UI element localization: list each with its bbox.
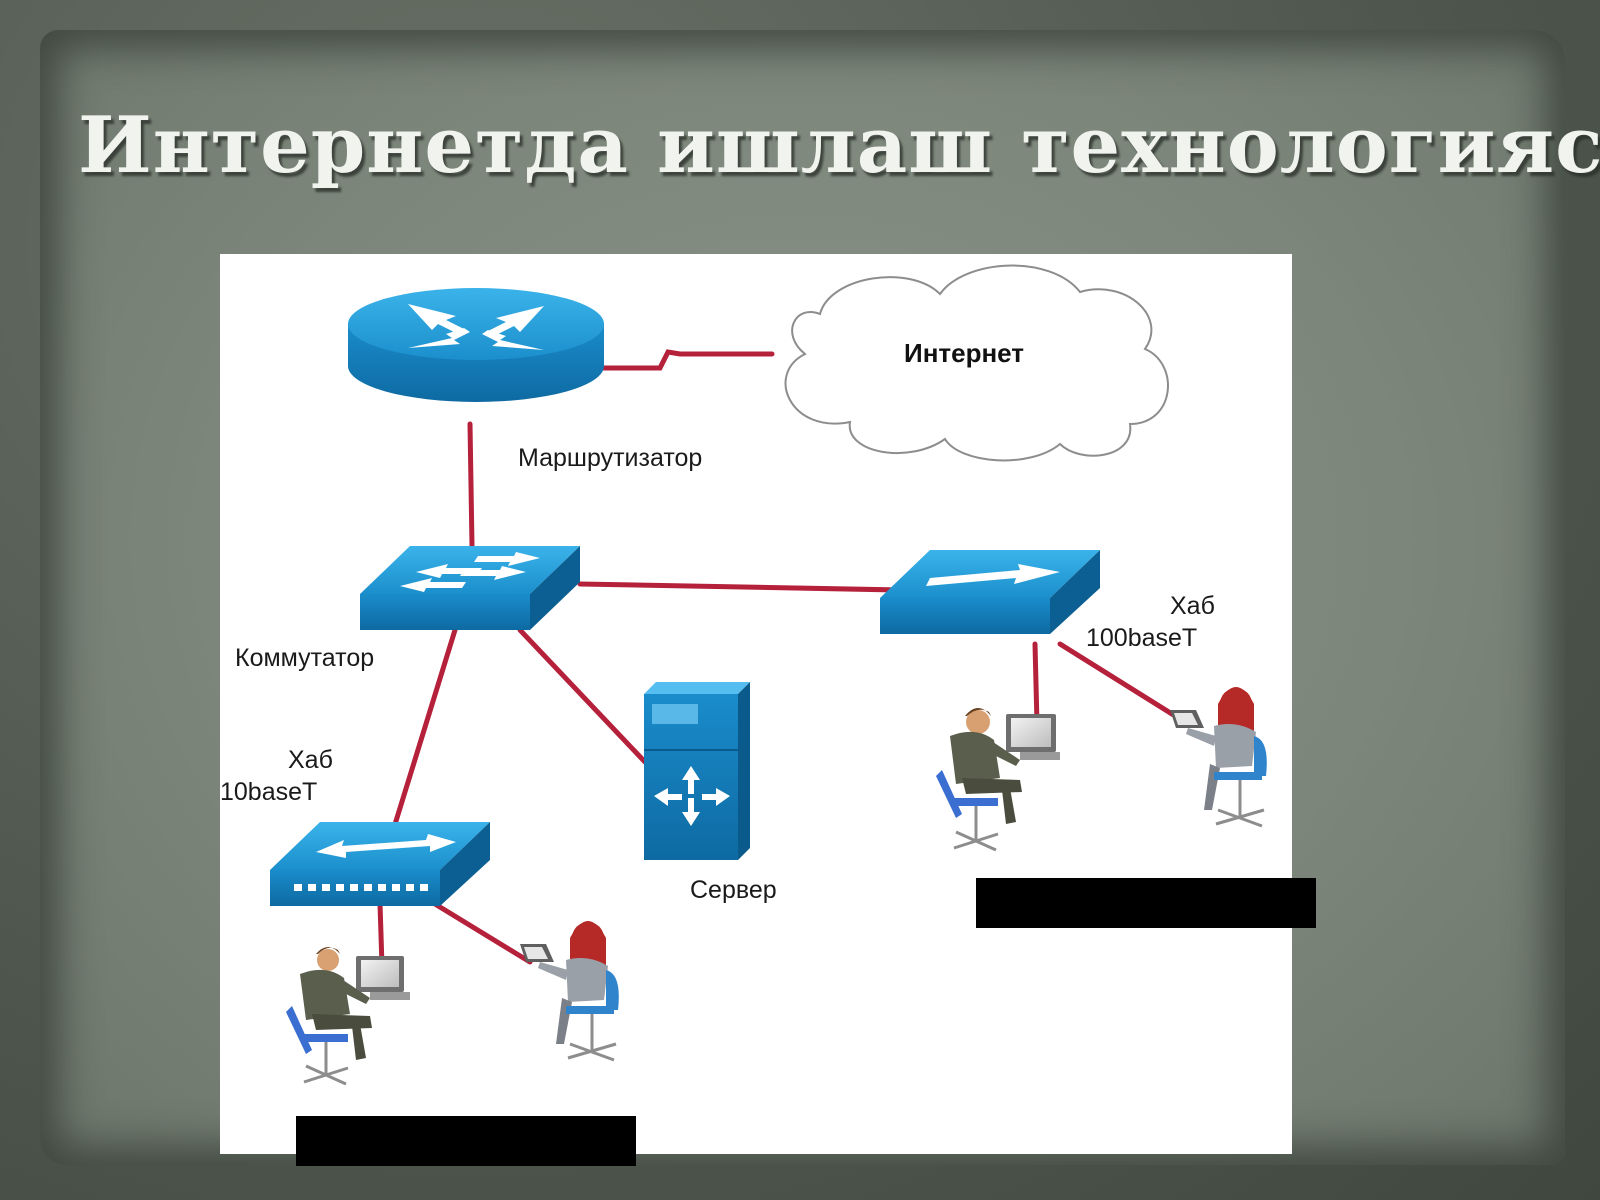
link-router-internet (597, 349, 775, 371)
hub-100baset-spec: 100baseT (1086, 624, 1198, 652)
user-male-icon-left (286, 947, 410, 1086)
switch-label: Коммутатор (235, 644, 375, 672)
user-male-icon-right (936, 708, 1060, 852)
link-hub-left-pc1 (377, 901, 385, 969)
hub-100baset-icon (880, 550, 1100, 634)
internet-cloud (784, 264, 1169, 462)
hub-10baset-icon (270, 822, 490, 906)
link-switch-hub-left (389, 627, 458, 837)
link-switch-server (517, 627, 648, 765)
redaction-bar-right (976, 878, 1316, 928)
network-links (377, 349, 1191, 969)
router-icon (348, 288, 604, 402)
router-label: Маршрутизатор (518, 444, 703, 472)
internet-label: Интернет (904, 338, 1025, 368)
network-diagram: Интернет Маршрутизатор Коммутатор Сервер… (220, 254, 1292, 1154)
slide-title: Интернетда ишлаш технологияси (78, 100, 1600, 191)
link-hub-right-pc1 (1032, 641, 1040, 727)
server-icon (644, 682, 750, 860)
hub-10baset-name: Хаб (288, 746, 333, 774)
hub-100baset-name: Хаб (1170, 592, 1215, 620)
hub-10baset-spec: 10baseT (220, 778, 318, 806)
switch-icon (360, 546, 580, 630)
user-female-icon-left (520, 921, 619, 1062)
link-switch-hub-right (577, 581, 903, 593)
link-router-switch (467, 421, 475, 549)
redaction-bar-left (296, 1116, 636, 1166)
user-female-icon-right (1170, 687, 1267, 828)
link-hub-right-pc2 (1057, 641, 1191, 727)
network-diagram-svg (270, 264, 1267, 1086)
link-hub-left-pc2 (432, 901, 533, 965)
server-label: Сервер (690, 876, 777, 904)
